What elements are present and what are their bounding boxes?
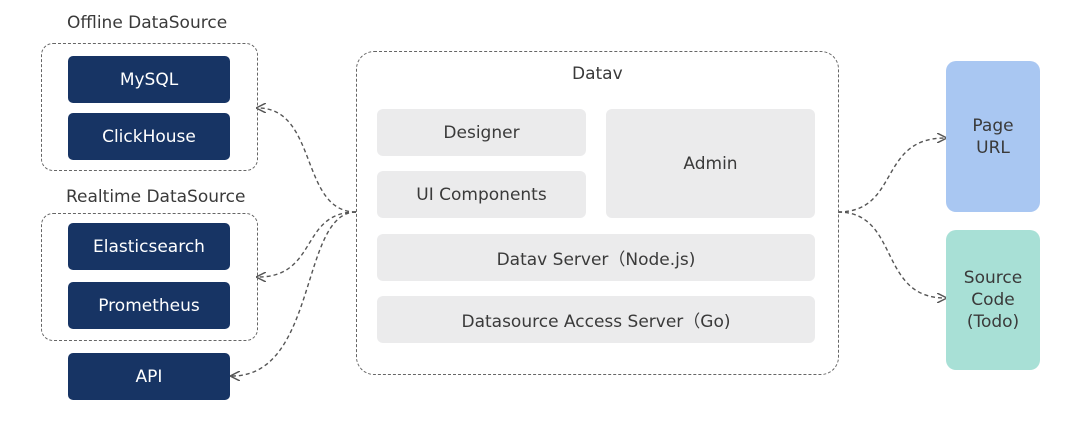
source-code-box: Source Code (Todo) [946, 230, 1040, 370]
datav-container [356, 51, 839, 375]
ui-components-box: UI Components [377, 171, 586, 218]
arrow-to-source-code [837, 211, 945, 298]
arrow-to-api [232, 211, 357, 376]
page-url-box: Page URL [946, 61, 1040, 212]
offline-datasource-group [41, 43, 258, 171]
realtime-datasource-group [41, 213, 258, 341]
datav-title: Datav [572, 64, 623, 84]
prometheus-box: Prometheus [68, 282, 230, 329]
mysql-box: MySQL [68, 56, 230, 103]
designer-box: Designer [377, 109, 586, 156]
datasource-access-server-box: Datasource Access Server（Go) [377, 296, 815, 343]
api-box: API [68, 353, 230, 400]
elasticsearch-box: Elasticsearch [68, 223, 230, 270]
arrow-to-realtime [258, 211, 357, 277]
datav-server-box: Datav Server（Node.js) [377, 234, 815, 281]
clickhouse-box: ClickHouse [68, 113, 230, 160]
offline-datasource-title: Offline DataSource [67, 13, 228, 33]
admin-box: Admin [606, 109, 815, 218]
realtime-datasource-title: Realtime DataSource [66, 187, 246, 207]
arrow-to-offline [258, 108, 357, 213]
arrow-to-page-url [837, 138, 945, 213]
